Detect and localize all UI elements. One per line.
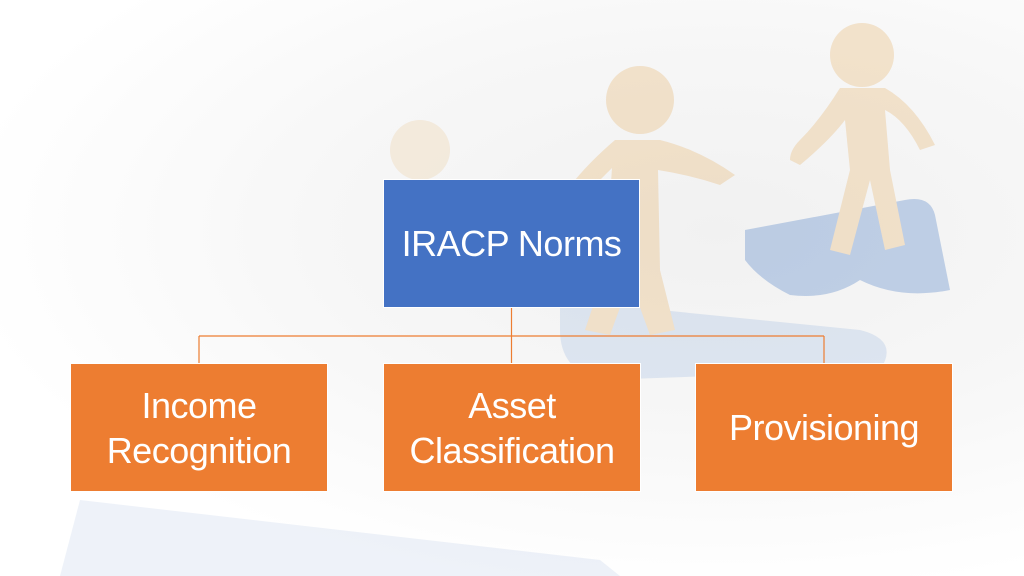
figure-right: [790, 23, 935, 255]
child-node-income-recognition: Income Recognition: [70, 363, 328, 492]
child-node-label: Provisioning: [728, 407, 920, 448]
root-node-iracp-norms: IRACP Norms: [383, 179, 640, 308]
child-node-label: Income Recognition: [106, 384, 292, 471]
child-node-label: Asset Classification: [409, 384, 615, 471]
puzzle-piece-bottom: [60, 500, 620, 576]
child-node-provisioning: Provisioning: [695, 363, 953, 492]
root-node-label: IRACP Norms: [401, 223, 622, 264]
puzzle-piece-right: [745, 199, 950, 296]
child-node-asset-classification: Asset Classification: [383, 363, 641, 492]
puzzle-piece-middle: [560, 300, 887, 380]
